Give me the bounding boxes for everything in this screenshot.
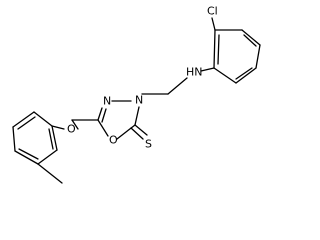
bond — [101, 108, 107, 123]
bond — [51, 125, 65, 130]
bond — [14, 150, 39, 165]
oxadiazole-ring: N N O — [97, 94, 143, 147]
bond — [241, 29, 261, 46]
bond — [243, 34, 257, 47]
bond — [97, 107, 103, 121]
thione-sulfur-label: S — [145, 138, 152, 151]
bond — [51, 125, 58, 151]
bond — [18, 148, 39, 160]
bond — [33, 111, 53, 127]
tolyl-ring — [12, 111, 58, 165]
bond — [217, 34, 220, 65]
bond — [48, 128, 54, 150]
bond — [211, 17, 216, 31]
bond — [37, 163, 63, 184]
bond — [134, 124, 148, 136]
bond — [255, 44, 261, 69]
ether-oxygen-label: O — [67, 123, 76, 136]
bond — [12, 111, 35, 128]
bond — [167, 77, 188, 95]
bond — [97, 119, 109, 137]
ring-oxygen: O — [109, 134, 118, 147]
bond — [213, 29, 216, 69]
ring-nitrogen-n3: N — [135, 94, 143, 107]
chlorophenyl-ring — [213, 29, 261, 84]
bond — [200, 67, 215, 72]
chlorine-label: Cl — [207, 5, 218, 18]
ring-nitrogen-upper: N — [103, 95, 111, 108]
bond — [235, 67, 257, 84]
bond — [213, 67, 237, 84]
bond — [37, 149, 58, 165]
bond — [134, 106, 140, 126]
bond — [17, 116, 36, 130]
bond — [235, 67, 253, 80]
bond — [12, 126, 16, 152]
bond — [71, 119, 79, 130]
bond — [130, 127, 144, 140]
bond — [116, 124, 136, 140]
molecule-structure: Cl HN N N O S O — [12, 5, 261, 184]
amine-label: HN — [186, 66, 203, 79]
